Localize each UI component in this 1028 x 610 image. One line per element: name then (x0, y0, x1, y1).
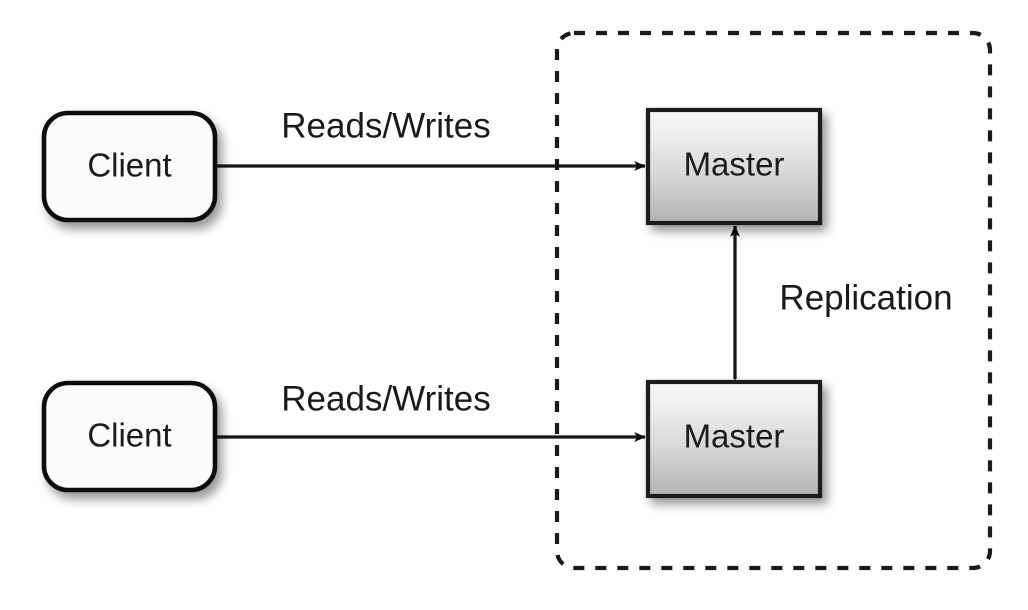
client-bottom-shape (41, 380, 218, 493)
cluster-boundary (554, 30, 993, 571)
node-client-top[interactable]: Client (41, 110, 218, 223)
node-master-top[interactable]: Master (645, 107, 823, 226)
master-bottom-shape (645, 379, 823, 499)
node-client-bottom[interactable]: Client (41, 380, 218, 493)
edge-label-reads-writes-top: Reads/Writes (281, 106, 490, 145)
master-top-shape (645, 107, 823, 226)
edge-label-reads-writes-bottom: Reads/Writes (281, 379, 490, 418)
master-top-label: Master (684, 146, 785, 183)
node-master-bottom[interactable]: Master (645, 379, 823, 499)
master-bottom-label: Master (684, 418, 785, 455)
client-top-label: Client (87, 147, 171, 184)
client-bottom-label: Client (87, 417, 171, 454)
edge-label-replication: Replication (779, 278, 952, 317)
client-top-shape (41, 110, 218, 223)
